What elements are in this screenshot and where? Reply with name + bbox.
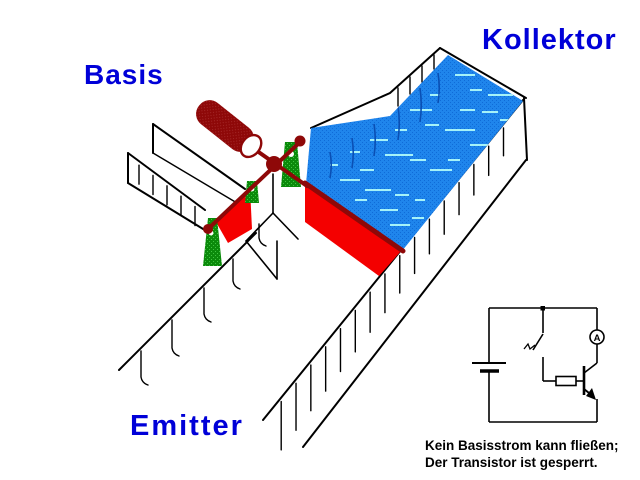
label-basis: Basis [84,59,164,90]
transistor-icon [582,362,598,422]
lever-mechanism [196,100,309,234]
ammeter-label: A [594,333,601,344]
basis-channel-lines [127,123,246,233]
near-wall-ticks [280,127,505,451]
switch-icon [523,308,544,381]
water-streaks [330,74,513,226]
label-emitter: Emitter [130,410,244,442]
gate-hinge-ball [203,224,213,234]
rod-end-ball [294,135,306,147]
pivot-joint [266,156,282,172]
battery-icon [472,362,506,373]
caption-line2: Der Transistor ist gesperrt. [425,455,598,470]
basis-wall-ticks [138,164,196,227]
gate-rod [206,140,302,231]
emitter-wall-curled-ticks [140,223,267,386]
circuit-inset: A [472,306,605,423]
basis-gate [216,188,252,243]
ammeter-icon: A [589,329,605,345]
caption: Kein Basisstrom kann fließen; Der Transi… [425,437,619,471]
water-reeds [329,72,441,179]
water [306,55,523,251]
label-kollektor: Kollektor [482,24,617,56]
resistor-icon [543,375,584,387]
caption-line1: Kein Basisstrom kann fließen; [425,438,619,453]
weight-cylinder [196,100,263,159]
collector-dam [302,180,406,276]
far-wall-ticks [397,54,435,107]
